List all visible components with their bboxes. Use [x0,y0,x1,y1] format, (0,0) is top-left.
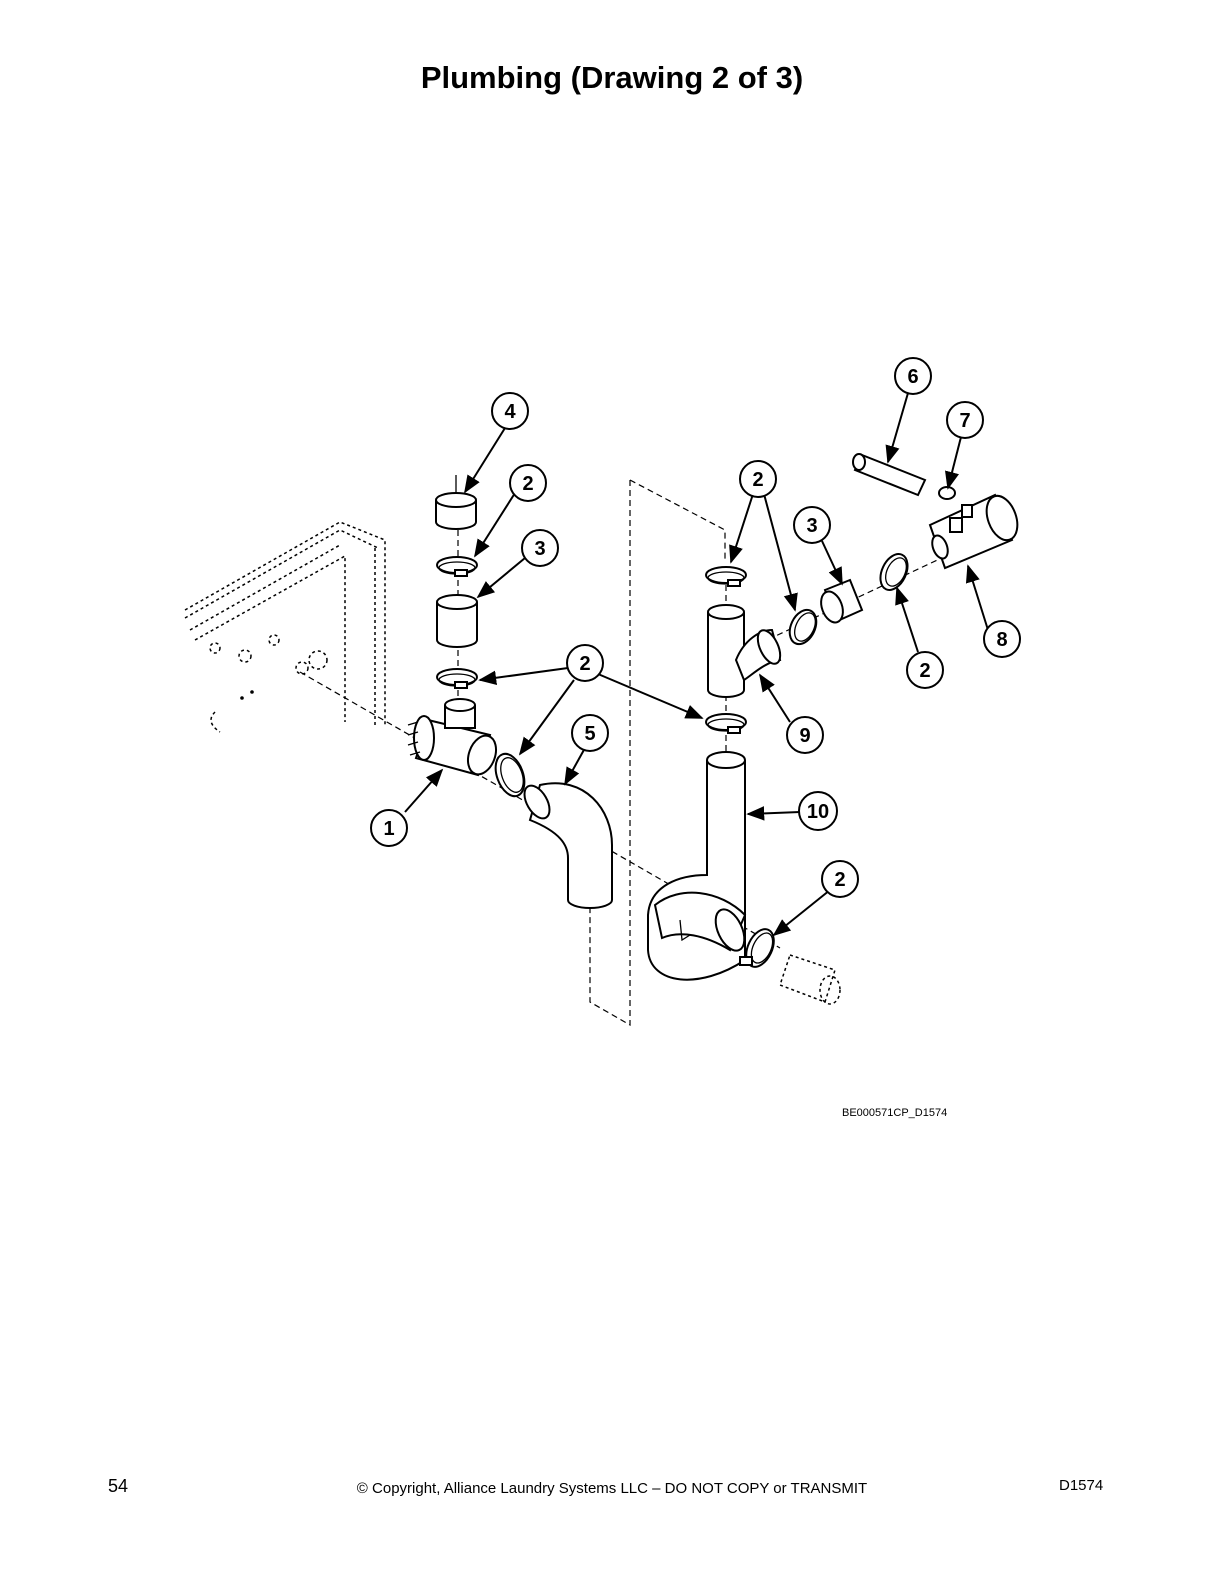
callout-2-top-left: 2 [509,464,547,502]
coupling-right [820,578,864,624]
part-4-cap [435,475,477,530]
machine-frame [184,521,386,733]
callout-2-top-right: 2 [739,460,777,498]
callout-1: 1 [370,809,408,847]
document-id: D1574 [1059,1477,1104,1494]
svg-text:3: 3 [534,538,545,560]
callout-3-left: 3 [521,529,559,567]
callout-3-right: 3 [793,506,831,544]
drain-outlet-dashed [779,954,841,1005]
svg-text:2: 2 [919,660,930,682]
callout-6: 6 [894,357,932,395]
svg-text:4: 4 [504,401,516,423]
svg-text:2: 2 [834,869,845,891]
hose-clamp-lower-right [705,713,747,734]
part-8-manifold [928,493,1019,570]
hose-clamp-upper-right [705,566,747,587]
callout-9: 9 [786,716,824,754]
coupling-left [436,594,478,648]
figure-code: BE000571CP_D1574 [842,1107,948,1119]
hose-clamp-far-right [879,553,909,591]
callout-2-center: 2 [566,644,604,682]
copyright-notice: © Copyright, Alliance Laundry Systems LL… [356,1480,868,1497]
part-5-elbow-hose [523,782,613,909]
hose-clamp-upper-left [436,556,478,577]
callout-7: 7 [946,401,984,439]
part-6-hose [852,453,927,497]
part-7-small-clamp [938,486,956,500]
svg-text:8: 8 [996,629,1007,651]
svg-text:1: 1 [383,818,394,840]
svg-text:2: 2 [579,653,590,675]
page-number: 54 [108,1476,129,1496]
callout-2-bottom: 2 [821,860,859,898]
hose-clamp-lower-left [436,668,478,689]
part-1-tee-fitting [407,698,498,777]
part-9-tee [707,604,782,698]
svg-text:3: 3 [806,515,817,537]
svg-text:10: 10 [807,801,829,823]
svg-text:2: 2 [752,469,763,491]
part-10-trap-pipe [647,751,747,981]
hose-clamp-bottom [739,928,775,968]
hose-clamp-mid-right [788,608,818,646]
hose-clamp-tee-side [494,752,526,798]
callout-10: 10 [798,791,838,831]
cabinet-outline [589,480,631,1027]
svg-text:2: 2 [522,473,533,495]
callout-4: 4 [491,392,529,430]
svg-text:6: 6 [907,366,918,388]
callout-5: 5 [571,714,609,752]
svg-text:5: 5 [584,723,595,745]
callout-8: 8 [983,620,1021,658]
svg-text:7: 7 [959,410,970,432]
callout-2-right: 2 [906,651,944,689]
page-title: Plumbing (Drawing 2 of 3) [420,60,804,95]
svg-text:9: 9 [799,725,810,747]
